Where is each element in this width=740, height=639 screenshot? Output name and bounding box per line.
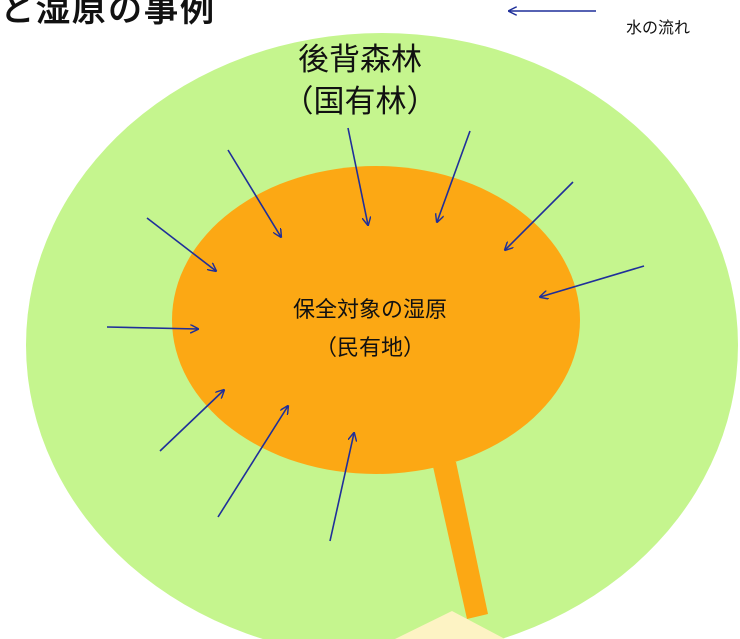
flow-arrow — [347, 127, 368, 225]
slide-title-fragment: と湿原の事例 — [0, 0, 216, 30]
forest-name: 後背森林 — [298, 42, 422, 78]
legend-label: 水の流れ — [626, 18, 691, 37]
outlet-stream — [432, 462, 488, 619]
inflow-arrows — [106, 127, 645, 542]
wetland-name: 保全対象の湿原 — [292, 298, 447, 323]
wetland-ownership: （民有地） — [314, 336, 425, 361]
flow-arrow — [146, 217, 216, 271]
flow-arrow — [329, 433, 354, 542]
forest-ownership: （国有林） — [282, 84, 438, 120]
flow-arrow — [106, 327, 198, 329]
callout-box — [395, 611, 505, 639]
wetland-area — [172, 166, 580, 474]
flow-arrow — [505, 181, 574, 250]
flow-arrow — [437, 130, 471, 222]
flow-arrow — [217, 406, 288, 518]
flow-arrow — [540, 265, 645, 297]
flow-arrow — [159, 390, 224, 452]
flow-arrow — [227, 149, 281, 237]
